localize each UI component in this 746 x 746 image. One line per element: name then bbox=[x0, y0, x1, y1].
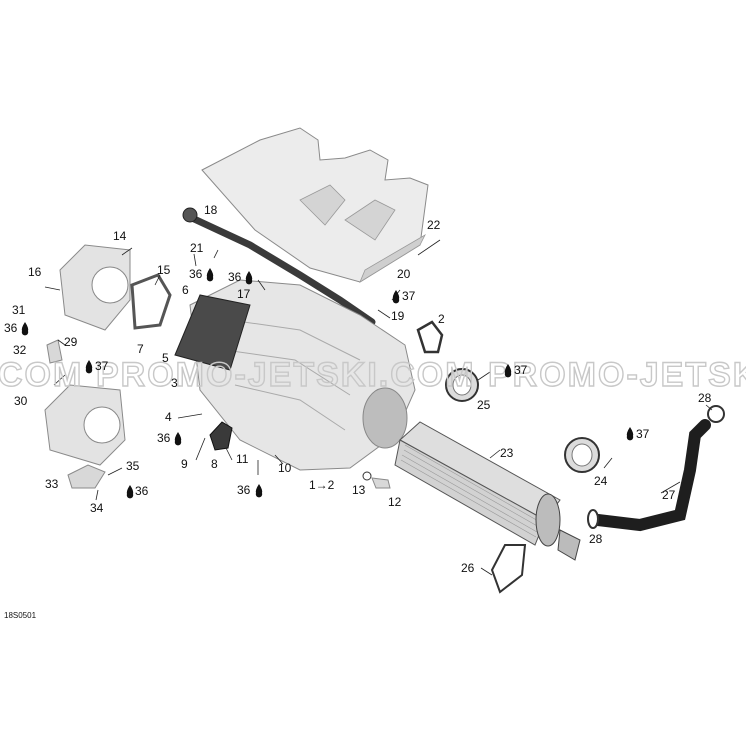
drop-icon bbox=[85, 360, 93, 374]
part-29 bbox=[46, 339, 63, 364]
sensor-8 bbox=[209, 421, 233, 451]
callout-10: 10 bbox=[278, 461, 292, 475]
callout-30: 30 bbox=[14, 394, 28, 408]
drop-icon bbox=[126, 485, 134, 499]
drop-icon bbox=[626, 427, 634, 441]
callout-28-bottom: 28 bbox=[589, 532, 603, 546]
callout-21: 21 bbox=[190, 241, 204, 255]
manifold-runners bbox=[224, 319, 361, 431]
callout-34: 34 bbox=[90, 501, 104, 515]
engine-cover-ridge bbox=[299, 184, 396, 241]
manifold-outlet bbox=[362, 387, 408, 449]
drop-icon bbox=[21, 322, 29, 336]
callout-24: 24 bbox=[594, 474, 608, 488]
callout-11: 11 bbox=[236, 452, 249, 466]
engine-cover-side bbox=[359, 233, 426, 283]
hose-27 bbox=[592, 419, 711, 532]
clamp-28-top bbox=[707, 405, 725, 423]
callout-28-top: 28 bbox=[698, 391, 712, 405]
callout-1-2: 1→2 bbox=[309, 478, 335, 492]
callout-2: 2 bbox=[438, 312, 445, 326]
callout-25: 25 bbox=[477, 398, 491, 412]
callout-13: 13 bbox=[352, 483, 366, 497]
callout-18: 18 bbox=[204, 203, 218, 217]
callout-26: 26 bbox=[461, 561, 475, 575]
callout-37-d: 37 bbox=[636, 427, 650, 441]
part-13 bbox=[362, 471, 372, 481]
callout-22: 22 bbox=[427, 218, 441, 232]
callout-5: 5 bbox=[162, 351, 169, 365]
callout-35: 35 bbox=[126, 459, 140, 473]
callout-23: 23 bbox=[500, 446, 514, 460]
manifold-plate bbox=[174, 294, 251, 371]
callout-37-a: 37 bbox=[402, 289, 416, 303]
o-ring-2 bbox=[416, 320, 444, 354]
callout-19: 19 bbox=[391, 309, 405, 323]
clamp-26 bbox=[490, 544, 527, 594]
callout-36-a: 36 bbox=[189, 267, 203, 281]
callout-6: 6 bbox=[182, 283, 189, 297]
callout-12: 12 bbox=[388, 495, 402, 509]
watermark-right: PROMO-JETSKI bbox=[488, 356, 746, 394]
callout-37-b: 37 bbox=[95, 359, 109, 373]
callout-3: 3 bbox=[171, 376, 178, 390]
throttle-bore-lower bbox=[83, 406, 121, 444]
gasket-15 bbox=[130, 273, 172, 330]
callout-7: 7 bbox=[137, 342, 144, 356]
drop-icon bbox=[245, 271, 253, 285]
callout-9: 9 bbox=[181, 457, 188, 471]
drop-icon bbox=[504, 364, 512, 378]
callout-32: 32 bbox=[13, 343, 27, 357]
callout-36-b: 36 bbox=[228, 270, 242, 284]
callout-33: 33 bbox=[45, 477, 59, 491]
watermark-left: COM bbox=[0, 356, 83, 394]
callout-37-c: 37 bbox=[514, 363, 528, 377]
callout-29: 29 bbox=[64, 335, 78, 349]
coupler-25-inner bbox=[452, 374, 472, 396]
fuel-rail bbox=[188, 214, 376, 326]
callout-27: 27 bbox=[662, 488, 676, 502]
callout-17: 17 bbox=[237, 287, 251, 301]
callout-36-f: 36 bbox=[135, 484, 149, 498]
callout-15: 15 bbox=[157, 263, 171, 277]
part-33 bbox=[67, 464, 106, 489]
drop-icon bbox=[255, 484, 263, 498]
callout-36-c: 36 bbox=[4, 321, 18, 335]
callout-31: 31 bbox=[12, 303, 26, 317]
callout-4: 4 bbox=[165, 410, 172, 424]
figure-code: 18S0501 bbox=[4, 611, 37, 620]
fuel-rail-end bbox=[182, 207, 198, 223]
coupler-24-inner bbox=[571, 443, 593, 467]
callout-20: 20 bbox=[397, 267, 411, 281]
intercooler bbox=[394, 421, 581, 561]
part-12 bbox=[371, 477, 391, 489]
drop-icon bbox=[206, 268, 214, 282]
leader-lines bbox=[44, 239, 713, 576]
callout-16: 16 bbox=[28, 265, 42, 279]
callout-36-e: 36 bbox=[237, 483, 251, 497]
watermark-center: PROMO-JETSKI.COM bbox=[96, 356, 476, 394]
clamp-28-bottom bbox=[587, 509, 599, 529]
drop-icon bbox=[392, 290, 400, 304]
drop-icon bbox=[174, 432, 182, 446]
throttle-bore-upper bbox=[91, 266, 129, 304]
callout-14: 14 bbox=[113, 229, 127, 243]
callout-36-d: 36 bbox=[157, 431, 171, 445]
callout-8: 8 bbox=[211, 457, 218, 471]
